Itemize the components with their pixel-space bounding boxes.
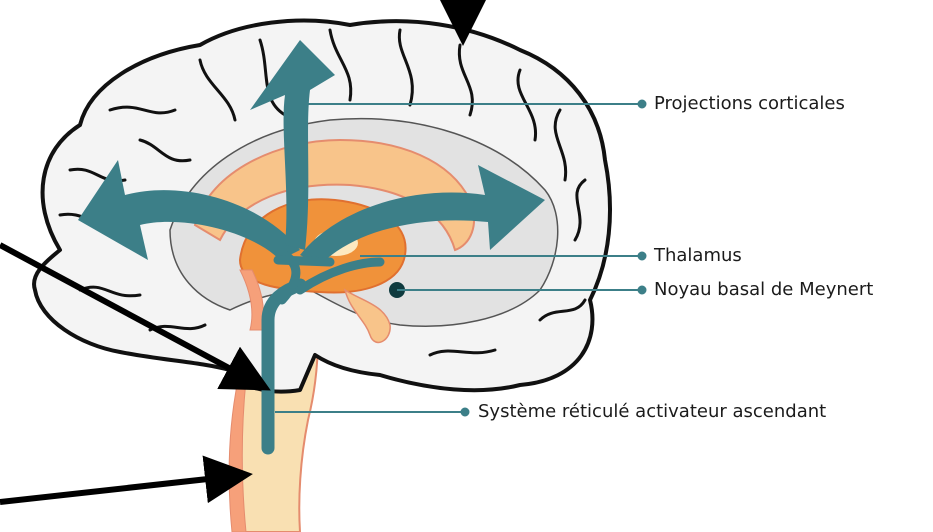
pointer-arrow-bottom xyxy=(0,476,235,502)
label-projections-corticales: Projections corticales xyxy=(654,93,845,115)
label-systeme-reticule-activateur-ascendant: Système réticulé activateur ascendant xyxy=(478,401,826,423)
label-thalamus: Thalamus xyxy=(654,245,742,267)
label-noyau-basal-de-meynert: Noyau basal de Meynert xyxy=(654,279,873,301)
